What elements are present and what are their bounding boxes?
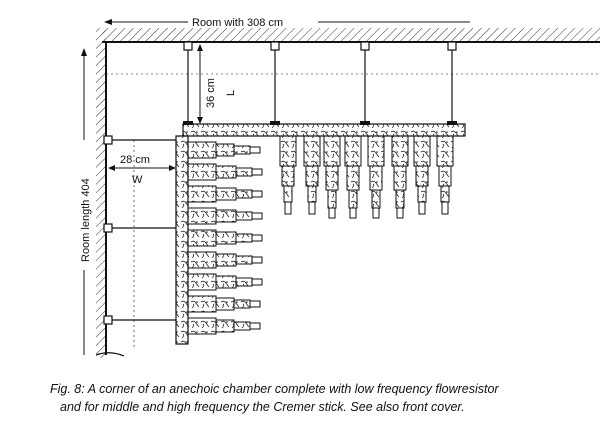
wall-hangers: [103, 135, 176, 350]
cremer-stick: [187, 317, 261, 335]
cremer-stick: [187, 273, 263, 291]
cremer-stick: [187, 229, 263, 247]
cremer-stick: [187, 251, 263, 269]
room-width-dimension: Room with 308 cm: [104, 17, 470, 29]
cremer-stick: [187, 207, 263, 225]
wall-cremer-sticks: [187, 141, 263, 335]
cremer-stick: [303, 135, 321, 215]
cremer-stick: [391, 135, 409, 219]
room-length-label: Room length 404: [80, 178, 92, 262]
width-variable-label: W: [132, 174, 143, 186]
caption-line-1: Fig. 8: A corner of an anechoic chamber …: [50, 382, 499, 396]
cremer-stick: [367, 135, 385, 219]
cremer-stick: [187, 185, 263, 203]
figure-caption: Fig. 8: A corner of an anechoic chamber …: [50, 380, 570, 416]
ceiling-wall: [102, 28, 600, 43]
cremer-stick: [187, 295, 261, 313]
room-length-dimension: Room length 404: [80, 48, 92, 355]
ceiling-cremer-sticks: [279, 135, 454, 219]
height-dimension: 36 cm L: [197, 44, 237, 124]
width-dimension: 28 cm W: [108, 154, 176, 186]
height-variable-label: L: [225, 90, 237, 96]
ceiling-hangers: [106, 41, 600, 124]
cremer-stick: [279, 135, 297, 215]
cremer-stick: [436, 135, 454, 215]
cremer-stick: [344, 135, 362, 219]
cremer-stick: [323, 135, 341, 219]
ceiling-flowresistor-panel: [182, 121, 466, 137]
cremer-stick: [187, 141, 261, 159]
wall-flowresistor-panel: [175, 135, 189, 345]
width-dimension-label: 28 cm: [120, 154, 150, 166]
side-wall: [95, 28, 125, 358]
cremer-stick: [413, 135, 431, 215]
cremer-stick: [187, 163, 263, 181]
height-dimension-label: 36 cm: [205, 78, 217, 108]
room-width-label: Room with 308 cm: [192, 17, 283, 29]
caption-line-2: and for middle and high frequency the Cr…: [60, 400, 465, 414]
